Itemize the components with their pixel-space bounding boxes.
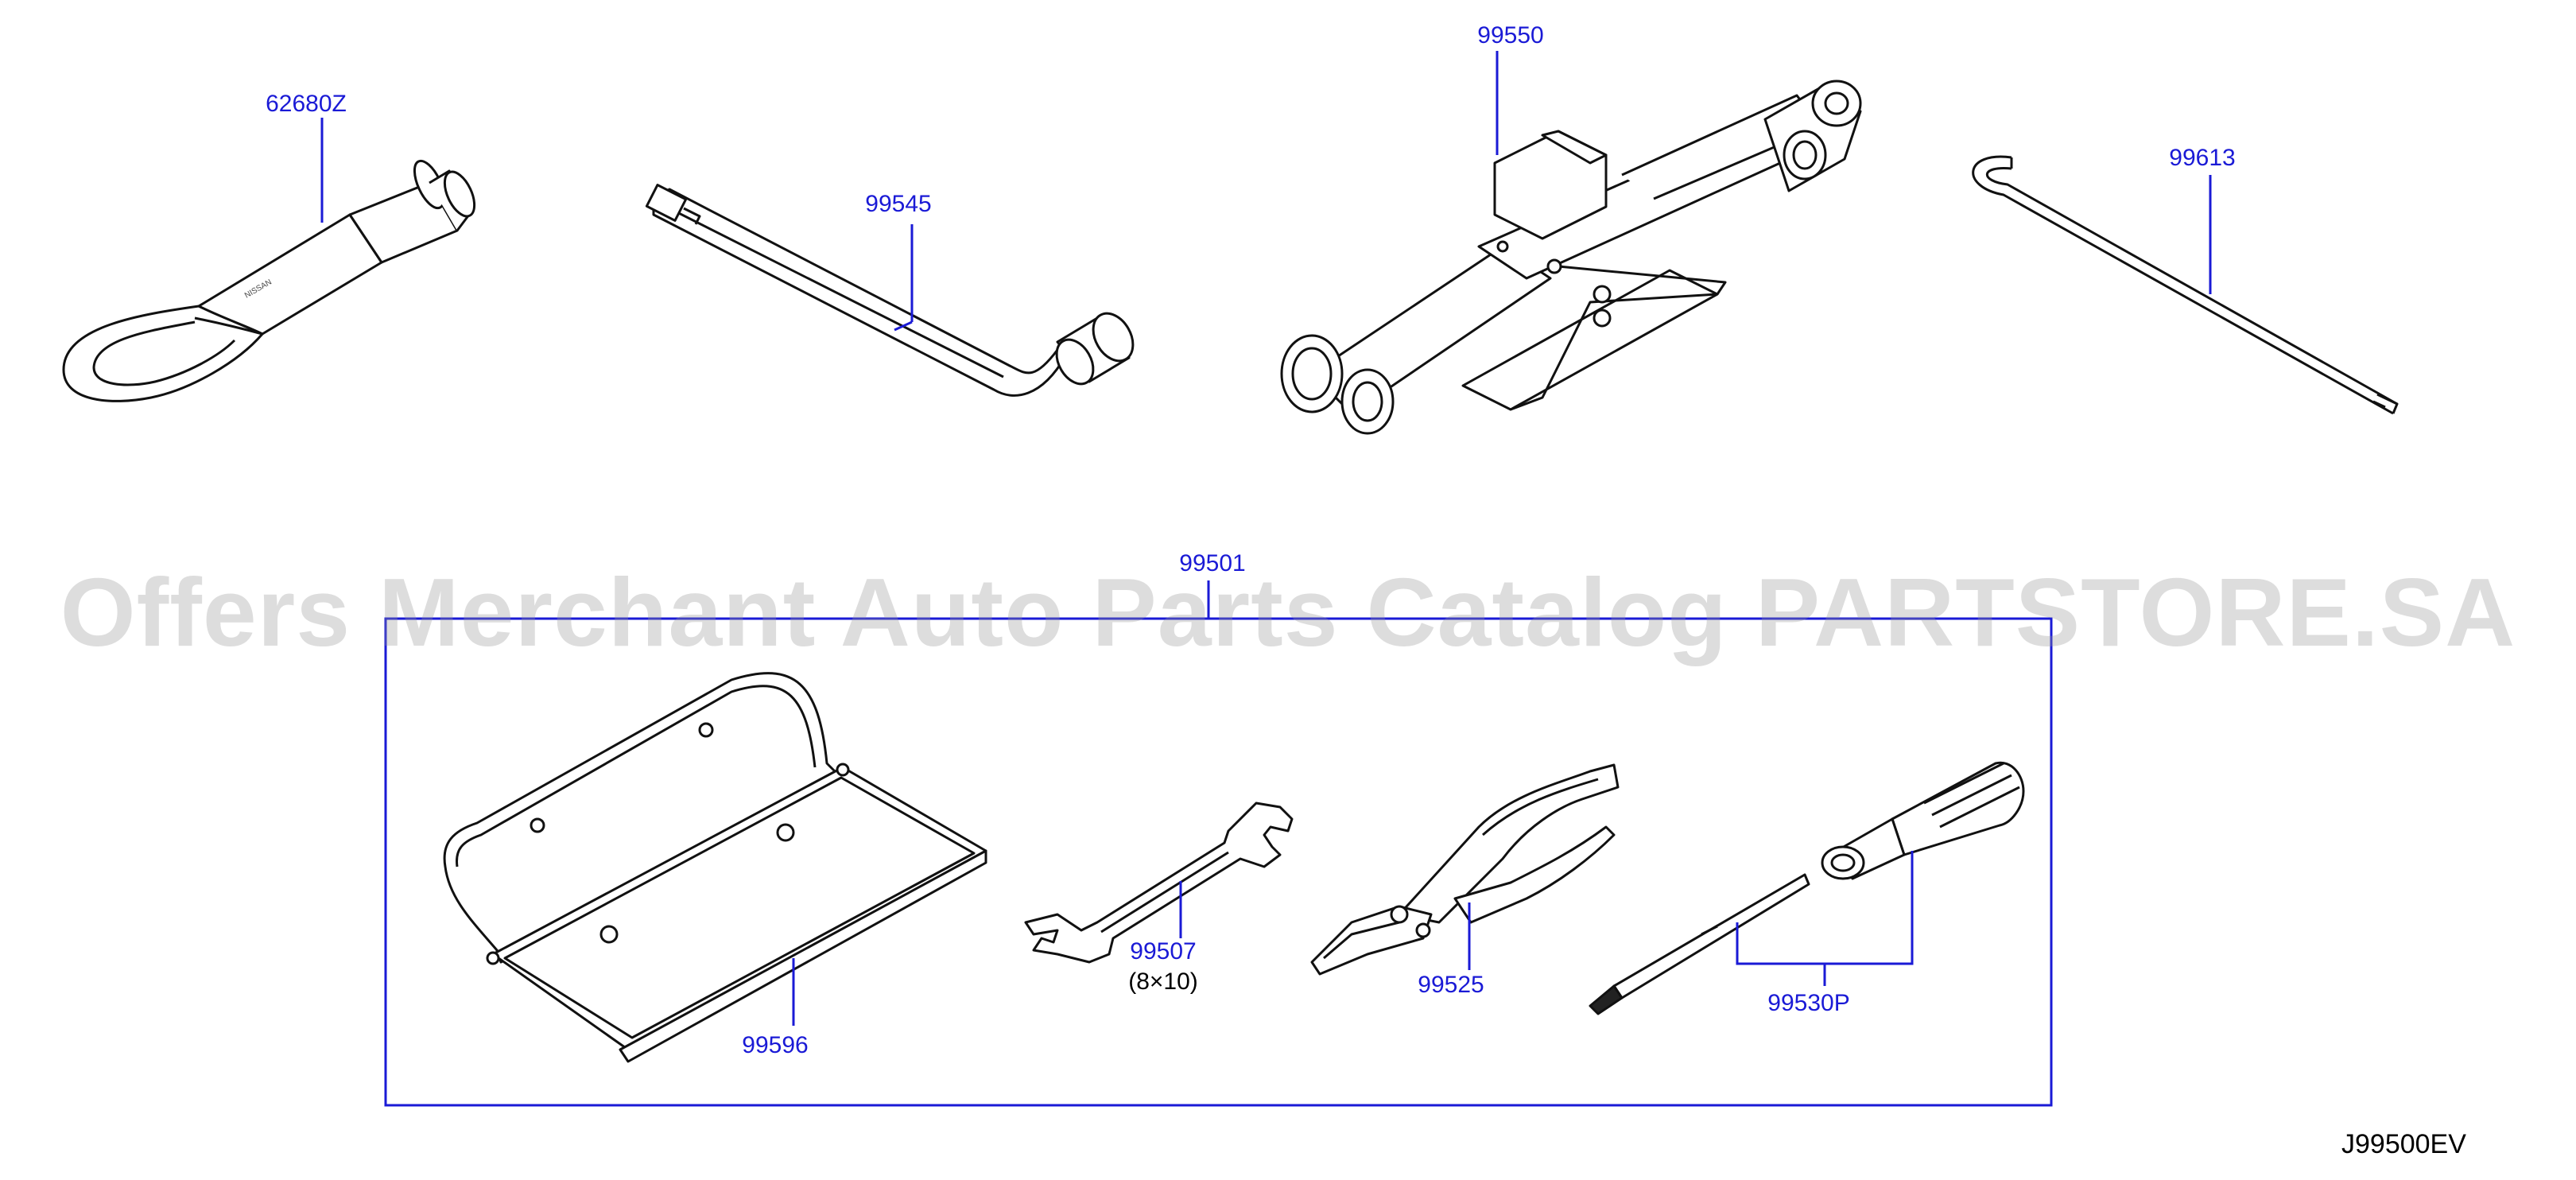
tool-kit-boundary [384, 617, 2053, 1107]
screwdriver-drawing[interactable] [1589, 761, 2025, 1015]
pliers-drawing[interactable] [1310, 763, 1620, 976]
lug-wrench-drawing[interactable] [645, 184, 1141, 397]
part-number-jack[interactable]: 99550 [1477, 22, 1544, 49]
part-number-tool-bag[interactable]: 99596 [742, 1032, 809, 1058]
tow-hook-drawing[interactable]: NISSAN [62, 157, 480, 402]
lug-wrench-leader-foot [894, 320, 913, 332]
part-number-tow-hook[interactable]: 62680Z [266, 91, 347, 117]
part-number-spanner[interactable]: 99507 [1130, 938, 1197, 965]
spanner-drawing[interactable] [1024, 802, 1294, 964]
watermark-text: Offers Merchant Auto Parts Catalog PARTS… [60, 558, 2516, 666]
part-number-jack-handle-rod[interactable]: 99613 [2169, 145, 2236, 171]
spanner-size-label: (8×10) [1128, 968, 1198, 995]
part-number-pliers[interactable]: 99525 [1418, 972, 1484, 998]
jack-drawing[interactable] [1280, 80, 1862, 435]
part-number-tool-kit[interactable]: 99501 [1179, 550, 1246, 576]
part-number-screwdriver[interactable]: 99530P [1767, 990, 1850, 1016]
jack-handle-rod-drawing[interactable] [1972, 155, 2399, 415]
part-number-lug-wrench[interactable]: 99545 [865, 191, 932, 217]
tool-bag-drawing[interactable] [443, 672, 987, 1063]
diagram-id: J99500EV [2341, 1129, 2466, 1159]
